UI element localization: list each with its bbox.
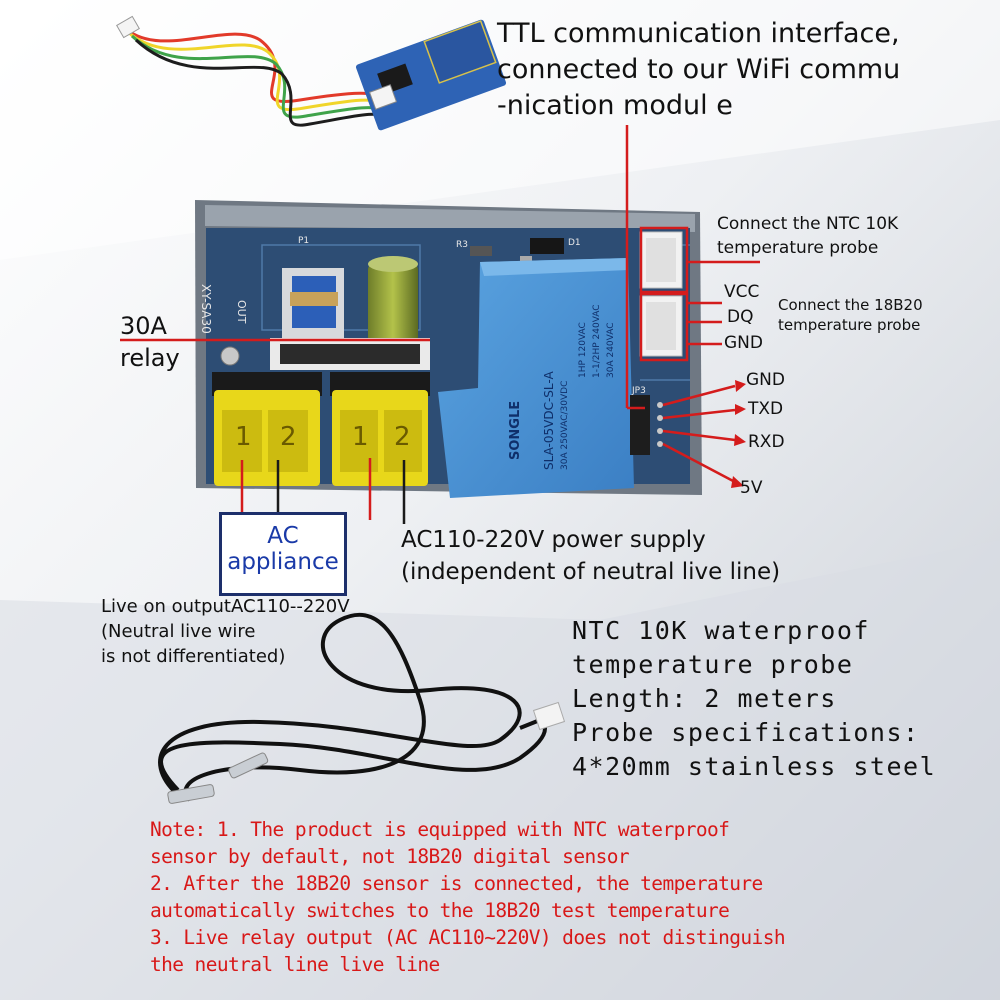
terminal-b-pin-2: 2 xyxy=(394,422,411,452)
ntc-connect-line-1: Connect the NTC 10K xyxy=(717,214,899,234)
controller-board xyxy=(195,200,702,498)
gnd-label-1: GND xyxy=(724,333,763,353)
pointer-arrows xyxy=(731,380,746,488)
wifi-module xyxy=(116,15,507,131)
live-output-line-2: (Neutral live wire xyxy=(101,621,256,642)
relay-spec-3: 1-1/2HP 240VAC xyxy=(592,304,602,378)
probe-desc-line-2: temperature probe xyxy=(572,650,854,679)
ds18b20-connect-line-1: Connect the 18B20 xyxy=(778,296,923,314)
note-line-3: 2. After the 18B20 sensor is connected, … xyxy=(150,872,763,895)
relay-spec-4: 30A 240VAC xyxy=(606,322,616,378)
power-supply-line-2: (independent of neutral live line) xyxy=(401,559,781,585)
relay-model-label: SLA-05VDC-SL-A xyxy=(542,371,556,470)
ntc-probe-cable xyxy=(158,612,566,804)
ttl-title-line-3: -nication modul e xyxy=(497,90,733,121)
relay-spec-1: 30A 250VAC/30VDC xyxy=(560,380,570,470)
note-line-5: 3. Live relay output (AC AC110~220V) doe… xyxy=(150,926,786,949)
terminal-b-pin-1: 1 xyxy=(352,422,369,452)
ttl-title-line-2: connected to our WiFi commu xyxy=(497,54,901,85)
terminal-a-pin-1: 1 xyxy=(235,422,252,452)
vcc-label: VCC xyxy=(724,282,760,302)
rxd-label: RXD xyxy=(748,432,785,452)
5v-label: 5V xyxy=(740,478,763,498)
txd-label: TXD xyxy=(748,399,784,419)
ac-appliance-line-1: AC xyxy=(267,523,299,549)
power-supply-line-1: AC110-220V power supply xyxy=(401,527,706,553)
relay-label-line-2: relay xyxy=(120,344,180,372)
note-line-1: Note: 1. The product is equipped with NT… xyxy=(150,818,730,841)
note-line-2: sensor by default, not 18B20 digital sen… xyxy=(150,845,630,868)
board-d1-label: D1 xyxy=(568,238,581,248)
board-jp3-label: JP3 xyxy=(632,386,646,396)
relay-spec-2: 1HP 120VAC xyxy=(578,322,588,378)
probe-desc-line-4: Probe specifications: xyxy=(572,718,920,747)
pointer-lines xyxy=(120,125,760,520)
ac-appliance-line-2: appliance xyxy=(227,549,339,575)
ds18b20-connect-line-2: temperature probe xyxy=(778,316,921,334)
background-highlight xyxy=(0,0,1000,260)
dq-label: DQ xyxy=(727,307,754,327)
relay-label-line-1: 30A xyxy=(120,312,167,340)
relay-brand-label: SONGLE xyxy=(508,400,523,460)
probe-desc-line-1: NTC 10K waterproof xyxy=(572,616,870,645)
board-model-label: XY-SA30 xyxy=(199,284,213,334)
live-output-line-3: is not differentiated) xyxy=(101,646,286,667)
background-shadow xyxy=(0,540,1000,1000)
note-line-4: automatically switches to the 18B20 test… xyxy=(150,899,730,922)
board-r3-label: R3 xyxy=(456,240,468,250)
gnd-label-2: GND xyxy=(746,370,785,390)
note-line-6: the neutral line live line xyxy=(150,953,440,976)
ttl-title-line-1: TTL communication interface, xyxy=(497,18,900,49)
probe-desc-line-3: Length: 2 meters xyxy=(572,684,837,713)
live-output-line-1: Live on outputAC110--220V xyxy=(101,596,350,617)
black-pointer-lines xyxy=(276,460,406,524)
board-out-label: OUT xyxy=(235,300,248,324)
ac-appliance-box: AC appliance xyxy=(219,512,347,596)
ntc-connect-line-2: temperature probe xyxy=(717,238,879,258)
terminal-a-pin-2: 2 xyxy=(280,422,297,452)
probe-desc-line-5: 4*20mm stainless steel xyxy=(572,752,937,781)
board-p1-label: P1 xyxy=(298,236,310,246)
